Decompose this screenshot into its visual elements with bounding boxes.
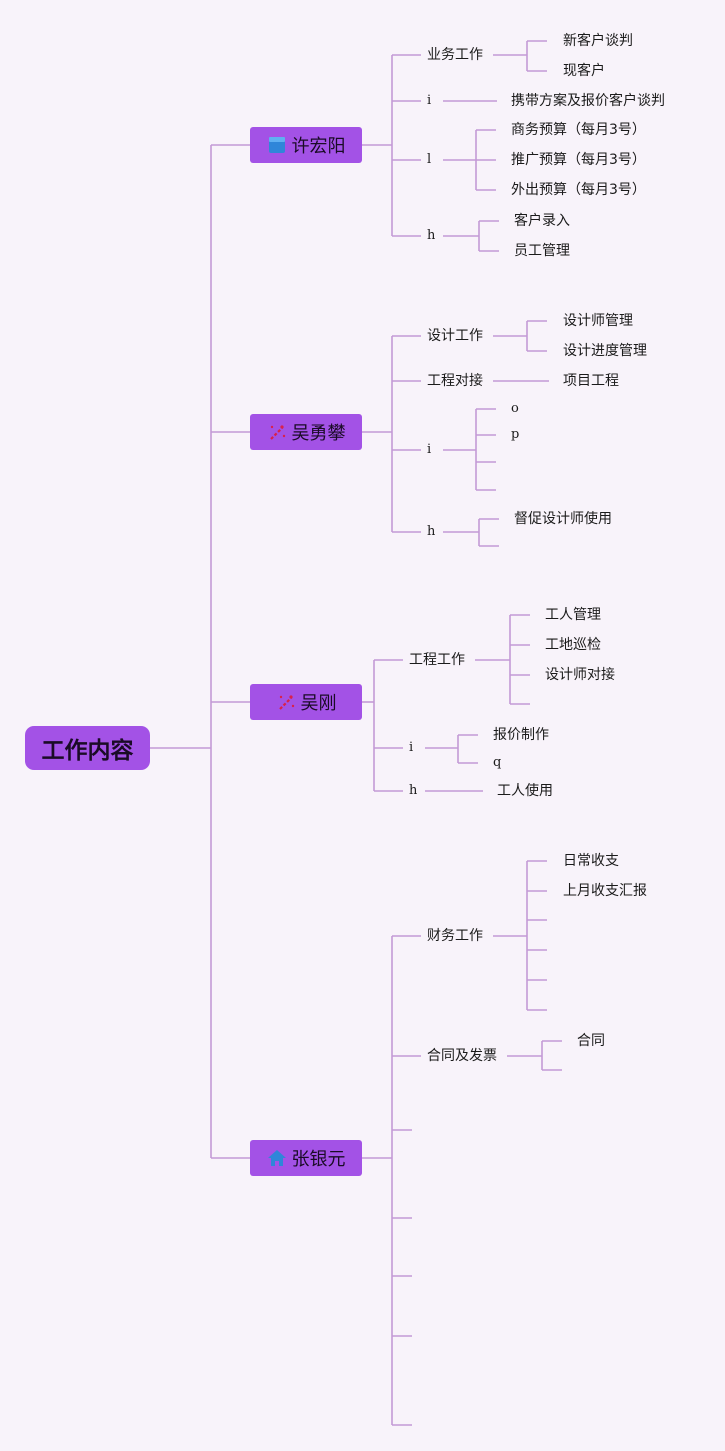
person-name: 许宏阳	[291, 136, 346, 157]
leaf-item[interactable]: 设计师对接	[545, 667, 615, 683]
leaf-item[interactable]: 工人管理	[545, 607, 601, 623]
leaf-item[interactable]: p	[511, 427, 520, 442]
leaf-item[interactable]: 日常收支	[563, 853, 619, 869]
group-label[interactable]: 业务工作	[427, 47, 483, 63]
person-name: 张银元	[291, 1149, 346, 1170]
leaf-item[interactable]: 推广预算（每月3号）	[511, 152, 646, 168]
person-node[interactable]: 吴勇攀	[250, 414, 362, 450]
leaf-item[interactable]: 督促设计师使用	[514, 511, 612, 527]
group-label[interactable]: i	[427, 93, 432, 108]
person-node[interactable]: 张银元	[250, 1140, 362, 1176]
leaf-item[interactable]: 新客户谈判	[563, 33, 633, 49]
connector-lines	[150, 40, 562, 1426]
leaf-item[interactable]: 工人使用	[497, 783, 553, 799]
group-label[interactable]: i	[427, 442, 432, 457]
group-label[interactable]: 工程工作	[409, 652, 465, 668]
group-label[interactable]: 设计工作	[427, 328, 483, 344]
group-label[interactable]: h	[427, 228, 436, 243]
leaf-item[interactable]: 携带方案及报价客户谈判	[511, 93, 665, 109]
person-name: 吴勇攀	[291, 423, 346, 444]
blue-square-icon	[267, 135, 287, 155]
leaf-item[interactable]: 上月收支汇报	[563, 883, 647, 899]
magic-wand-icon	[276, 692, 296, 712]
leaf-item[interactable]: 设计进度管理	[563, 343, 647, 359]
leaf-item[interactable]: 合同	[577, 1033, 605, 1049]
leaf-item[interactable]: q	[493, 755, 502, 770]
person-node[interactable]: 许宏阳	[250, 127, 362, 163]
group-label[interactable]: h	[409, 783, 418, 798]
person-node[interactable]: 吴刚	[250, 684, 362, 720]
leaf-item[interactable]: 项目工程	[563, 373, 619, 389]
group-label[interactable]: h	[427, 524, 436, 539]
group-label[interactable]: i	[409, 740, 414, 755]
leaf-item[interactable]: 客户录入	[514, 213, 570, 229]
group-label[interactable]: 工程对接	[427, 373, 483, 389]
leaf-item[interactable]: 工地巡检	[545, 637, 601, 653]
leaf-item[interactable]: o	[511, 401, 519, 416]
person-name: 吴刚	[300, 693, 337, 714]
leaf-item[interactable]: 商务预算（每月3号）	[511, 122, 646, 138]
leaf-item[interactable]: 报价制作	[493, 727, 549, 743]
magic-wand-icon	[267, 422, 287, 442]
home-icon	[267, 1148, 287, 1168]
leaf-item[interactable]: 设计师管理	[563, 313, 633, 329]
group-label[interactable]: 合同及发票	[427, 1048, 497, 1064]
group-label[interactable]: l	[427, 152, 432, 167]
leaf-item[interactable]: 现客户	[563, 63, 605, 79]
root-topic[interactable]: 工作内容	[25, 726, 150, 770]
leaf-item[interactable]: 员工管理	[514, 243, 570, 259]
leaf-item[interactable]: 外出预算（每月3号）	[511, 182, 646, 198]
group-label[interactable]: 财务工作	[427, 928, 483, 944]
